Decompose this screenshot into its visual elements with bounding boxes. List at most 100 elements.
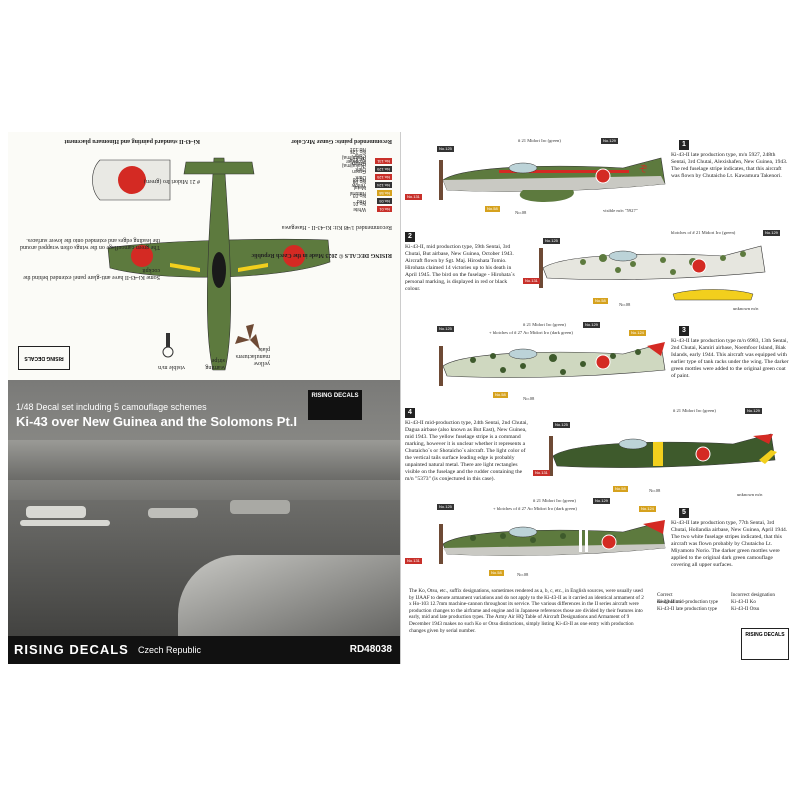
scheme-number: 2	[405, 232, 415, 242]
profile-3	[439, 342, 666, 386]
wingtip-hinomaru	[118, 166, 146, 194]
tag: No.125	[437, 326, 454, 332]
cover-subtitle: 1/48 Decal set including 5 camouflage sc…	[16, 402, 207, 412]
scheme-description: Ki-43-II late production type, 77th Sent…	[671, 520, 788, 568]
tag-text: No.08	[619, 302, 631, 307]
label-unknown: unknown m/n	[733, 306, 759, 311]
top-view-tailplane	[183, 161, 255, 175]
canopy-note: Some Ki-43-II have anti-glare panel exte…	[23, 267, 160, 280]
tag: No.125	[437, 146, 454, 152]
profile-2	[539, 245, 766, 301]
placement-title: Ki-43-II standard painting and Hinomaru …	[64, 138, 200, 144]
hinomaru-right-wing	[131, 245, 153, 267]
paint-code: No.58	[377, 190, 392, 196]
svg-text:ぞ: ぞ	[639, 164, 648, 174]
photo-plane-1	[26, 506, 86, 518]
scheme-1: ぞ # 21 Midori Iro (green) visible m/n "5…	[403, 136, 792, 224]
label-ao: + blotches of # 27 Ao Midori Iro (dark g…	[489, 330, 573, 335]
tag: No.129	[593, 498, 610, 504]
profile-5	[439, 520, 666, 564]
scheme-number: 3	[679, 326, 689, 336]
tag: No.129	[745, 408, 762, 414]
tag: No.125	[543, 238, 560, 244]
tag: No.131	[405, 558, 422, 564]
cover-title: Ki-43 over New Guinea and the Solomons P…	[16, 414, 297, 429]
incorrect-header: Incorrect designation	[731, 592, 775, 598]
paint-code: No.01	[377, 206, 392, 212]
scheme-2: 2 Ki-43-II, mid production type, 59th Se…	[403, 228, 792, 318]
right-panel: ぞ # 21 Midori Iro (green) visible m/n "5…	[403, 132, 792, 664]
tag: No.58	[613, 486, 628, 492]
scheme-number: 1	[679, 140, 689, 150]
scheme-5: # 21 Midori Iro (green) + blotches of # …	[403, 498, 792, 584]
correct-value: Ki-43-II mid-production type	[657, 599, 719, 605]
painting-guide-upside-down: Ki-43-II standard painting and Hinomaru …	[8, 132, 400, 380]
photo-hills	[8, 440, 400, 480]
scheme-number: 4	[405, 408, 415, 418]
profile-1: ぞ	[439, 157, 666, 202]
paint-name: Propeller Color No.131	[345, 146, 366, 164]
tailwheel-icon	[162, 346, 174, 358]
rising-decals-logo-right: RISING DECALS	[741, 628, 789, 660]
country: Czech Republic	[138, 645, 202, 655]
paint-code: No.125	[375, 174, 392, 180]
tag: No.125	[553, 422, 570, 428]
correct-value: Ki-43-II late production type	[657, 606, 718, 612]
incorrect-value: Ki-43-II Otsu	[731, 606, 760, 612]
tag: No.124	[629, 330, 646, 336]
tag: No.58	[493, 392, 508, 398]
tag: No.58	[489, 570, 504, 576]
copyright: RISING DECALS © 2023 Made in the Czech R…	[251, 252, 393, 258]
designation-note: The Ko, Otsu, etc., suffix designations,…	[409, 588, 644, 634]
visible-label: visible m/n	[158, 364, 185, 370]
tag: No.124	[639, 506, 656, 512]
recommended-paints: Recommended paints: Gunze Mr.Color	[291, 138, 392, 144]
tag-text: No.08	[523, 396, 535, 401]
yellow-leading-edge	[238, 263, 268, 272]
hinomaru-left-wing	[283, 245, 305, 267]
incorrect-value: Ki-43-II Ko	[731, 599, 756, 605]
top-view-plane	[92, 157, 331, 371]
label-midori: # 21 Midori Iro (green)	[673, 408, 716, 413]
left-panel: Ki-43-II standard painting and Hinomaru …	[8, 132, 401, 664]
scheme-description: Ki-43-II mid-production type, 24th Senta…	[405, 420, 528, 482]
cover-title-block: 1/48 Decal set including 5 camouflage sc…	[16, 402, 297, 429]
label-midori: # 21 Midori Iro (green)	[533, 498, 576, 503]
tag: No.125	[437, 504, 454, 510]
paint-code: No.129	[375, 166, 392, 172]
recommended-kit: Recommended 1/48 Kit: Ki-43-II - Hasegaw…	[281, 224, 392, 230]
label-midori: # 21 Midori Iro (green)	[518, 138, 561, 143]
tag: No.131	[523, 278, 540, 284]
label-ao: + blotches of # 27 Ao Midori Iro (dark g…	[493, 506, 577, 511]
label-midori: # 21 Midori Iro (green)	[523, 322, 566, 327]
label-unknown: unknown m/n	[737, 492, 763, 497]
brand-name: RISING DECALS	[14, 642, 129, 657]
tag-text: No.08	[517, 572, 529, 577]
scheme-4: 4 Ki-43-II mid-production type, 24th Sen…	[403, 408, 792, 504]
profile-4	[549, 433, 777, 476]
decal-sheet: Ki-43-II standard painting and Hinomaru …	[8, 132, 792, 664]
tag: No.129	[601, 138, 618, 144]
paint-code: No.131	[375, 158, 392, 164]
bottom-bar: RISING DECALS Czech Republic RD48038	[8, 636, 400, 664]
scheme-description: Ki-43-II late production type m/n 6983, …	[671, 338, 789, 379]
propeller-icon	[235, 324, 260, 350]
paint-code: No.124	[375, 182, 392, 188]
paint-code: No.05	[377, 198, 392, 204]
scheme-description: Ki-43-II late production type, m/n 5927,…	[671, 152, 788, 179]
midori-label: # 21 Midori Iro (green)	[144, 178, 200, 184]
rising-decals-logo: RISING DECALS	[308, 390, 362, 420]
scheme-description: Ki-43-II, mid production type, 59th Sent…	[405, 244, 515, 292]
label-midori: blotches of # 21 Midori Iro (green)	[671, 230, 736, 235]
product-code: RD48038	[349, 644, 392, 655]
rising-logo-top: RISING DECALS	[18, 346, 70, 370]
scheme-number: 5	[679, 508, 689, 518]
photo-plane-2	[148, 508, 198, 518]
tag: No.58	[593, 298, 608, 304]
tag: No.129	[763, 230, 780, 236]
photo-plane-3	[230, 500, 290, 514]
camouflage-note: The green camouflage on the wings often …	[20, 237, 160, 250]
photo-plane-1-wing	[20, 520, 110, 526]
tag: No.129	[583, 322, 600, 328]
cover-photo: 1/48 Decal set including 5 camouflage sc…	[8, 380, 400, 664]
